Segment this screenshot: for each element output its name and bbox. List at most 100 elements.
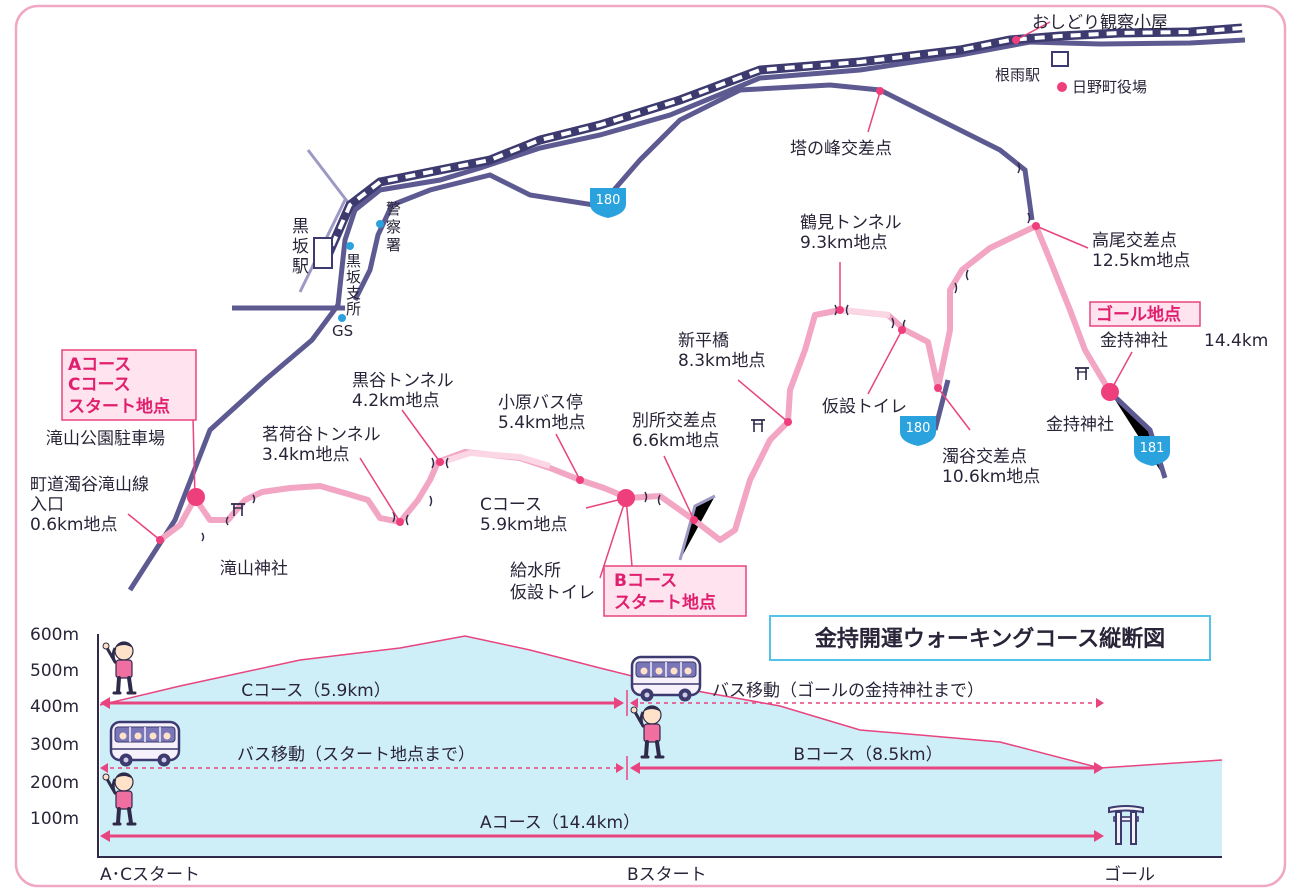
svg-text:180: 180 <box>596 193 621 208</box>
ac-start-marker <box>187 488 205 506</box>
profile-title: 金持開運ウォーキングコース縦断図 <box>814 626 1165 652</box>
kurosaka-station-icon <box>313 237 333 269</box>
route-180-badge-a: 180 <box>590 188 626 218</box>
arrow-label-a-course: Aコース（14.4km） <box>480 813 640 833</box>
label-police-2: 察 <box>386 218 401 236</box>
x-label-goal: ゴール <box>1104 864 1155 885</box>
b-start-marker <box>617 489 635 507</box>
arrow-label-bus-to-goal: バス移動（ゴールの金持神社まで） <box>712 680 984 701</box>
label-town-road-km: 0.6km地点 <box>30 515 117 535</box>
arrow-label-c-course: Cコース（5.9km） <box>241 681 390 701</box>
route-180-north <box>352 82 881 302</box>
label-tsurumi-km: 9.3km地点 <box>800 233 887 253</box>
label-police-1: 警 <box>386 200 401 218</box>
label-kanemochi-2: 金持神社 <box>1046 415 1114 435</box>
label-hino-town-office: 日野町役場 <box>1072 78 1147 96</box>
y-tick-400: 400m <box>30 697 79 717</box>
elevation-profile-area <box>100 636 1222 856</box>
label-goal-km: 14.4km <box>1204 331 1268 351</box>
label-ac-start-2: Cコース <box>68 375 131 395</box>
route-181-badge: 181 <box>1134 436 1170 466</box>
map-labels: おしどり観察小屋 根雨駅 日野町役場 塔の峰交差点 高尾交差点 12.5km地点… <box>30 13 1268 613</box>
y-tick-200: 200m <box>30 773 79 793</box>
shrine-icon-small <box>750 419 766 433</box>
label-goal: ゴール地点 <box>1096 304 1181 325</box>
route-180-south <box>932 379 951 431</box>
route-180-badge-b: 180 <box>900 416 936 446</box>
label-shinhira-km: 8.3km地点 <box>678 351 765 371</box>
course-light-section-1 <box>441 449 551 469</box>
label-branch-1: 黒 <box>346 252 361 270</box>
label-bessho-km: 6.6km地点 <box>632 431 719 451</box>
railway-line <box>320 23 1243 264</box>
label-myogadani: 茗荷谷トンネル <box>262 425 381 445</box>
y-tick-labels: 600m 500m 400m 300m 200m 100m <box>30 625 79 829</box>
label-kurosaka-3: 駅 <box>292 257 309 277</box>
label-b-start-1: Bコース <box>614 571 677 591</box>
label-town-road-2: 入口 <box>30 495 64 515</box>
ac-start-box <box>61 349 197 421</box>
y-tick-500: 500m <box>30 661 79 681</box>
road-tonomine-takao <box>878 87 1035 221</box>
x-label-b-start: Bスタート <box>627 865 707 885</box>
poi-dots <box>338 220 384 322</box>
label-branch-3: 支 <box>346 284 361 302</box>
neu-station-icon <box>1051 51 1069 67</box>
label-nigoridani-km: 10.6km地点 <box>942 467 1040 487</box>
bus-icon <box>630 655 702 703</box>
y-tick-600: 600m <box>30 625 79 645</box>
arrow-labels: Cコース（5.9km） バス移動（ゴールの金持神社まで） バス移動（スタート地点… <box>237 680 984 833</box>
national-road-main <box>127 37 1246 592</box>
label-bessho: 別所交差点 <box>632 411 717 431</box>
course-light-section-2 <box>841 307 891 318</box>
route-181 <box>1108 390 1168 479</box>
side-road-2 <box>306 149 352 206</box>
x-label-ac-start: A･Cスタート <box>100 865 200 885</box>
label-shinhira: 新平橋 <box>678 331 729 351</box>
label-c-course: Cコース <box>480 495 542 515</box>
tunnel-markers <box>201 162 1031 542</box>
label-temp-toilet: 仮設トイレ <box>822 397 907 417</box>
course-arrows <box>100 697 1104 842</box>
label-kurodani-km: 4.2km地点 <box>352 391 439 411</box>
side-road-bessho <box>678 494 716 561</box>
profile-title-box <box>769 615 1211 661</box>
label-takao: 高尾交差点 <box>1092 231 1177 251</box>
course-markers <box>156 36 1067 544</box>
y-tick-100: 100m <box>30 809 79 829</box>
label-kanemochi-1: 金持神社 <box>1100 331 1168 351</box>
kanemochi-shrine-map-icon <box>1074 367 1090 381</box>
label-c-course-km: 5.9km地点 <box>480 515 567 535</box>
label-ac-start-1: Aコース <box>68 355 131 375</box>
label-ac-start-3: スタート地点 <box>68 396 170 417</box>
leader-lines <box>127 21 1133 579</box>
goal-box <box>1089 301 1201 327</box>
svg-text:180: 180 <box>906 421 931 436</box>
label-branch-2: 坂 <box>346 268 361 286</box>
label-myogadani-km: 3.4km地点 <box>262 445 349 465</box>
label-kurosaka-1: 黒 <box>292 217 309 237</box>
x-labels: A･Cスタート Bスタート ゴール <box>100 864 1155 885</box>
label-takao-km: 12.5km地点 <box>1092 251 1190 271</box>
goal-marker <box>1101 383 1119 401</box>
label-kurosaka-2: 坂 <box>292 237 309 257</box>
label-ohara-km: 5.4km地点 <box>498 413 585 433</box>
label-kurodani: 黒谷トンネル <box>352 371 454 391</box>
walking-course-route <box>158 223 1113 543</box>
label-takiyama-shrine: 滝山神社 <box>220 559 288 579</box>
label-ohara: 小原バス停 <box>498 393 583 413</box>
label-b-start-2: スタート地点 <box>614 592 716 613</box>
walker-icon <box>101 640 137 695</box>
label-parking: 滝山公園駐車場 <box>46 429 165 449</box>
arrow-label-bus-to-start: バス移動（スタート地点まで） <box>237 745 475 765</box>
svg-text:181: 181 <box>1140 441 1165 456</box>
y-tick-300: 300m <box>30 735 79 755</box>
label-nigoridani: 濁谷交差点 <box>942 447 1027 467</box>
label-water: 給水所 <box>510 561 561 581</box>
label-tonomine: 塔の峰交差点 <box>790 139 892 159</box>
label-oshidori: おしどり観察小屋 <box>1032 13 1168 33</box>
label-police-3: 署 <box>386 236 401 254</box>
label-town-road-1: 町道濁谷滝山線 <box>30 475 149 495</box>
label-branch-4: 所 <box>346 300 361 318</box>
